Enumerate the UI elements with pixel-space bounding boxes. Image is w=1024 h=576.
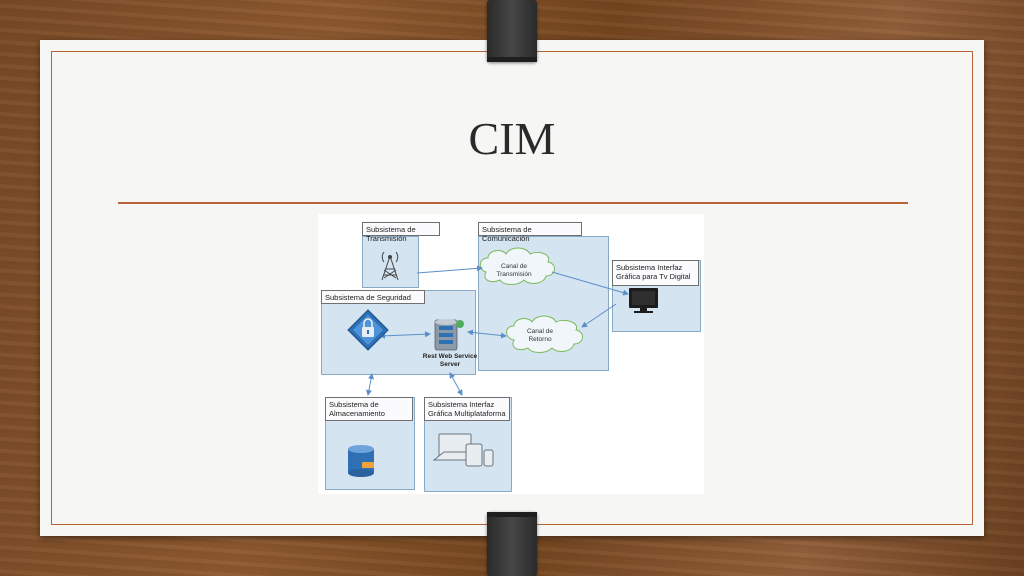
- multi-device-icon: [432, 433, 494, 467]
- arrow-channel-to-tv: [551, 271, 629, 296]
- transmission-channel-cloud: [479, 247, 555, 285]
- return-channel-label: Canal de Retorno: [526, 328, 554, 343]
- monitor-icon: [629, 288, 658, 313]
- arrow-transmission-to-channel: [416, 265, 483, 274]
- database-icon: [348, 445, 374, 477]
- arrow-security-storage: [365, 373, 375, 396]
- arrow-lock-server: [379, 331, 431, 339]
- transmission-box: [362, 236, 419, 288]
- transmission-header: Subsistema de Transmisión: [362, 222, 440, 243]
- arrow-server-return: [467, 329, 507, 339]
- bottom-binder-clip: [487, 512, 537, 576]
- architecture-diagram: Subsistema de Transmisión Subsistema de …: [318, 214, 704, 494]
- storage-header: Subsistema de Almacenamiento: [325, 397, 413, 421]
- arrow-tv-to-return: [581, 303, 617, 328]
- top-binder-clip: [487, 0, 537, 62]
- multiplatform-header: Subsistema Interfaz Gráfica Multiplatafo…: [424, 397, 510, 421]
- transmission-channel-label: Canal de Transmisión: [496, 263, 532, 278]
- arrow-server-multiplatform: [449, 372, 463, 396]
- return-channel-cloud: [506, 315, 583, 353]
- diagram-graphics: [347, 247, 658, 477]
- server-icon: [434, 319, 464, 351]
- slide-title: CIM: [468, 113, 556, 164]
- antenna-tower-icon: [381, 251, 399, 281]
- security-header: Subsistema de Seguridad: [321, 290, 425, 304]
- tv-interface-header: Subsistema Interfaz Gráfica para Tv Digi…: [612, 260, 699, 286]
- server-label: Rest Web Service Server: [422, 353, 478, 368]
- lock-shield-icon: [347, 309, 389, 351]
- communication-header: Subsistema de Comunicación: [478, 222, 582, 243]
- title-divider: [118, 202, 908, 204]
